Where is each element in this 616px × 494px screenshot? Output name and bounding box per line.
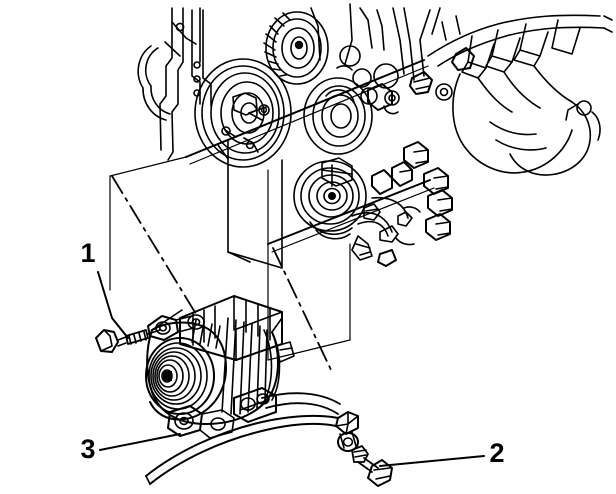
heat-shield-panel [419,7,613,77]
leader-line-3 [99,433,181,451]
callout-label-1[interactable]: 1 [80,238,95,268]
hex-head-bolt-lower [351,445,393,487]
cut-plane-line-upper [185,59,425,158]
engine-front-accessory-drive [137,3,613,269]
leader-line-2 [379,455,485,467]
accessory-pulley-lower [293,157,367,240]
generator-alternator-body [145,295,295,439]
hex-head-bolt-upper [95,329,161,353]
callout-leader-lines [97,271,485,467]
leader-line-1 [97,271,129,339]
callout-label-2[interactable]: 2 [489,438,504,468]
engine-block-bolt-cluster [367,83,453,241]
detail-view-boundary [109,156,351,361]
callout-label-3[interactable]: 3 [80,434,95,464]
accessory-bracket-left [137,7,212,161]
manifold-flange-bolts [409,47,475,101]
drive-belt-tensioner-pulley [263,11,329,85]
generator-mounting-ear-upper [147,314,205,341]
crankshaft-balancer-pulley [194,58,292,168]
engine-block-front-cover [199,3,415,269]
cut-plane-line-lower [267,179,431,245]
engine-hardware-detail [351,203,421,267]
generator-mounting-foot-lower [167,405,235,439]
coolant-hose-lower [261,392,341,415]
serpentine-drive-pulley [145,337,215,415]
assembly-alignment-lines [111,175,333,373]
generator-terminal-block [233,387,277,423]
generator-support-brace [145,411,359,485]
